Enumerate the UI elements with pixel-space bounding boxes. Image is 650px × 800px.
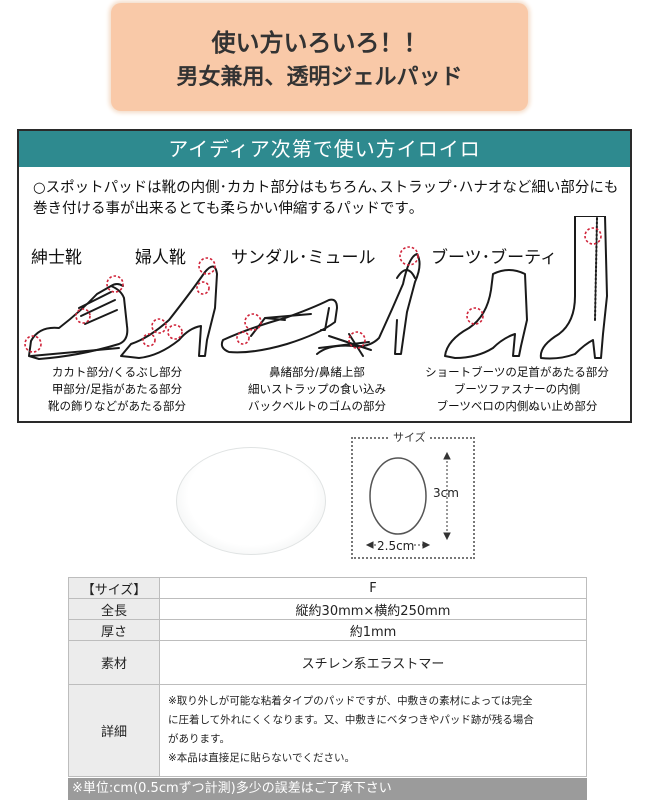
spec-detail: ※取り外しが可能な粘着タイプのパッドですが、中敷きの素材によっては完全 に圧着し… — [159, 684, 587, 777]
size-diagram: サイズ 3cm 2.5cm — [351, 429, 475, 559]
table-row: 素材 スチレン系エラストマー — [68, 640, 587, 685]
spec-key: 【サイズ】 — [68, 577, 160, 599]
caption-sandals: 鼻緒部分/鼻緒上部 細いストラップの食い込み バックベルトのゴムの部分 — [237, 364, 397, 415]
caption-boots: ショートブーツの足首があたる部分 ブーツファスナーの内側 ブーツベロの内側ぬい止… — [417, 364, 617, 415]
usage-ideas-header: アイディア次第で使い方イロイロ — [19, 131, 630, 167]
spec-table: 【サイズ】 F 全長 縦約30mm×横約250mm 厚さ 約1mm 素材 スチレ… — [68, 577, 587, 777]
footer-note: ※単位:cm(0.5cmずつ計測)多少の誤差はご了承下さい — [68, 778, 587, 800]
usage-ideas-panel: アイディア次第で使い方イロイロ ○スポットパッドは靴の内側･カカト部分はもちろん… — [17, 129, 632, 423]
caption-line: バックベルトのゴムの部分 — [248, 399, 386, 413]
size-height-label: 3cm — [433, 486, 459, 500]
table-row: 全長 縦約30mm×横約250mm — [68, 598, 587, 620]
strappy-heel-icon — [316, 253, 421, 357]
spec-value: 約1mm — [159, 619, 587, 641]
mens-shoe-icon — [28, 283, 129, 360]
banner-title-line1: 使い方いろいろ！！ — [211, 29, 428, 57]
category-sandals: サンダル･ミュール — [231, 248, 376, 268]
detail-line: ※取り外しが可能な粘着タイプのパッドですが、中敷きの素材によっては完全 — [168, 694, 533, 707]
flip-flop-icon — [220, 298, 338, 354]
spec-value: F — [159, 577, 587, 599]
caption-mens-womens: カカト部分/くるぶし部分 甲部分/足指があたる部分 靴の飾りなどがあたる部分 — [37, 364, 197, 415]
title-banner: 使い方いろいろ！！ 男女兼用、透明ジェルパッド — [111, 3, 528, 111]
caption-line: 甲部分/足指があたる部分 — [51, 382, 183, 396]
banner-title-line2: 男女兼用、透明ジェルパッド — [176, 65, 463, 90]
size-width-label: 2.5cm — [377, 539, 415, 553]
spec-key: 厚さ — [68, 619, 160, 641]
womens-heel-icon — [120, 265, 218, 359]
caption-line: ブーツベロの内側ぬい止め部分 — [436, 399, 598, 413]
table-row: 【サイズ】 F — [68, 577, 587, 599]
category-womens-shoes: 婦人靴 — [135, 248, 186, 268]
tall-boot-icon — [539, 216, 608, 360]
caption-line: 靴の飾りなどがあたる部分 — [48, 399, 186, 413]
spec-value: 縦約30mm×横約250mm — [159, 598, 587, 620]
table-row: 詳細 ※取り外しが可能な粘着タイプのパッドですが、中敷きの素材によっては完全 に… — [68, 684, 587, 777]
spec-key: 全長 — [68, 598, 160, 620]
caption-line: 鼻緒部分/鼻緒上部 — [269, 365, 365, 379]
detail-line: に圧着して外れにくくなります。又、中敷きにベタつきやパッド跡が残る場合 — [168, 713, 534, 726]
pad-position-markers — [24, 227, 602, 353]
short-boot-icon — [444, 269, 528, 359]
caption-line: カカト部分/くるぶし部分 — [51, 365, 183, 379]
shoe-illustrations — [24, 216, 608, 360]
size-diagram-label: サイズ — [389, 429, 430, 445]
detail-line: があります。 — [168, 732, 230, 745]
caption-line: ショートブーツの足首があたる部分 — [425, 365, 609, 379]
category-boots: ブーツ･ブーティ — [431, 248, 558, 268]
gel-pad-image — [176, 447, 326, 555]
spec-key: 詳細 — [68, 684, 160, 777]
category-mens-shoes: 紳士靴 — [31, 248, 82, 268]
detail-line: ※本品は直接足に貼らないでください。 — [168, 751, 355, 764]
usage-lead-text: ○スポットパッドは靴の内側･カカト部分はもちろん､ストラップ･ハナオなど細い部分… — [33, 180, 619, 217]
table-row: 厚さ 約1mm — [68, 619, 587, 641]
spec-key: 素材 — [68, 640, 160, 685]
caption-line: 細いストラップの食い込み — [248, 382, 386, 396]
caption-line: ブーツファスナーの内側 — [453, 382, 581, 396]
spec-value: スチレン系エラストマー — [159, 640, 587, 685]
